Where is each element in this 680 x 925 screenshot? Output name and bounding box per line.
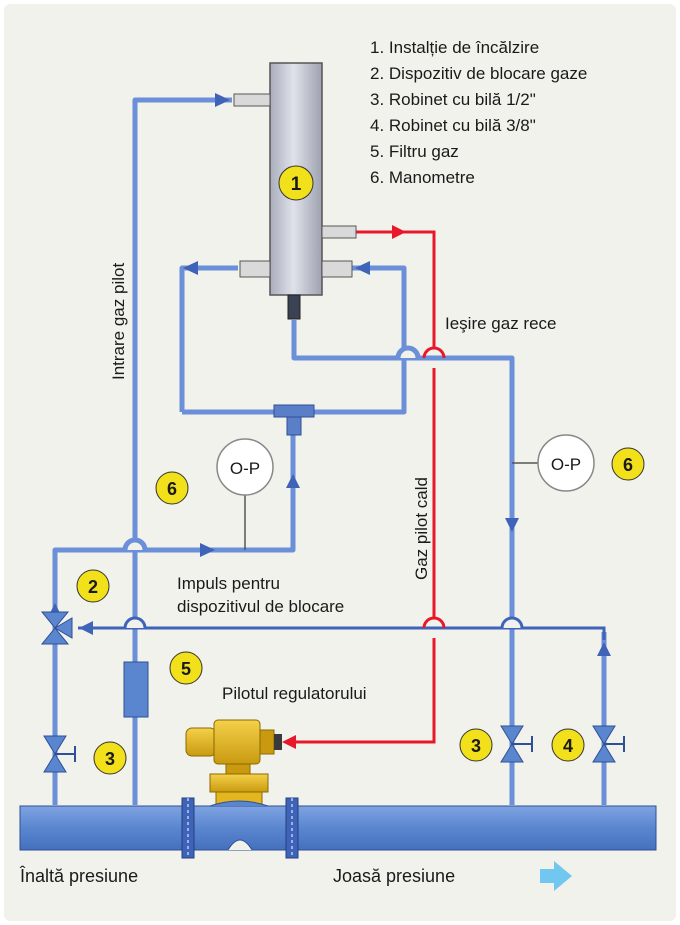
arrow-loop-left: [183, 261, 198, 275]
label-impuls-line2: dispozitivul de blocare: [177, 597, 344, 616]
legend-item-6: 6. Manometre: [370, 168, 475, 187]
pipe-heater-loop: [179, 265, 238, 412]
legend-item-1: 1. Instalție de încălzire: [370, 38, 539, 57]
badge-1-label: 1: [291, 174, 302, 195]
label-joasa-presiune: Joasă presiune: [333, 866, 455, 886]
legend-item-5: 5. Filtru gaz: [370, 142, 459, 161]
badge-5: [169, 651, 203, 685]
legend: 1. Instalție de încălzire 2. Dispozitiv …: [370, 38, 587, 187]
arrow-up-tee: [286, 474, 300, 488]
tee-fitting: [273, 404, 315, 436]
low-pressure-flow-arrow: [540, 861, 572, 891]
heater-loop-fitting-left: [239, 260, 271, 278]
flow-arrows: [48, 93, 611, 656]
gauge-right-label: O-P: [551, 455, 581, 474]
badge-3-left: [93, 741, 127, 775]
pipe-pilot-inlet: [132, 97, 232, 805]
arrow-impulse-left: [79, 621, 93, 635]
arrow-impulse-gauge: [200, 543, 215, 557]
badge-6-left: [155, 471, 189, 505]
badge-2: [76, 569, 110, 603]
badge-3-right: [459, 728, 493, 762]
heater-hot-outlet-fitting: [321, 225, 357, 239]
hot-pilot-gas-line: [285, 230, 446, 744]
ball-valve-three-eighths: [592, 725, 625, 763]
arrow-right-small-up: [597, 642, 611, 656]
label-iesire-gaz-rece: Ieşire gaz rece: [445, 314, 557, 333]
badge-1: [278, 165, 314, 201]
ball-valve-left: [43, 735, 76, 773]
label-inalta-presiune: Înaltă presiune: [19, 866, 138, 886]
badge-2-label: 2: [88, 577, 98, 597]
arrow-heater-inlet: [215, 93, 230, 107]
pressure-gauge-right: O-P: [512, 434, 595, 492]
badge-4: [551, 728, 585, 762]
badge-3-right-label: 3: [471, 736, 481, 756]
pipe-crossovers: [122, 345, 524, 629]
arrow-cold-down: [505, 518, 519, 532]
badge-5-label: 5: [181, 659, 191, 679]
badge-3-left-label: 3: [105, 749, 115, 769]
heater-bottom-outlet: [287, 294, 301, 320]
legend-item-3: 3. Robinet cu bilă 1/2": [370, 90, 536, 109]
badge-6-right-label: 6: [623, 455, 633, 475]
diagram-background: [4, 4, 676, 921]
badge-6-right: [611, 447, 645, 481]
regulator-pilot: [185, 719, 282, 765]
heater-loop-fitting-right: [321, 260, 353, 278]
legend-item-2: 2. Dispozitiv de blocare gaze: [370, 64, 587, 83]
heater-inlet-fitting: [233, 93, 271, 107]
pressure-gauge-left: O-P: [216, 438, 274, 550]
label-intrare-gaz-pilot: Intrare gaz pilot: [109, 263, 128, 380]
main-gas-pipe: [19, 797, 657, 859]
label-gaz-pilot-cald: Gaz pilot cald: [412, 477, 431, 580]
gas-filter: [123, 661, 149, 718]
legend-item-4: 4. Robinet cu bilă 3/8": [370, 116, 536, 135]
label-impuls-line1: Impuls pentru: [177, 574, 280, 593]
arrow-loop-right: [355, 261, 370, 275]
ball-valve-right-half-inch: [500, 725, 533, 763]
gas-blocking-device: [40, 611, 73, 645]
gauge-left-label: O-P: [230, 459, 260, 478]
hot-gas-arrow-regulator: [282, 735, 296, 749]
badge-6-left-label: 6: [167, 479, 177, 499]
pipe-impulse-line: [78, 626, 606, 640]
badge-4-label: 4: [563, 736, 573, 756]
heater-installation: 1: [233, 62, 357, 320]
hot-gas-arrow-inlet: [392, 225, 406, 239]
label-pilotul-regulatorului: Pilotul regulatorului: [222, 684, 367, 703]
